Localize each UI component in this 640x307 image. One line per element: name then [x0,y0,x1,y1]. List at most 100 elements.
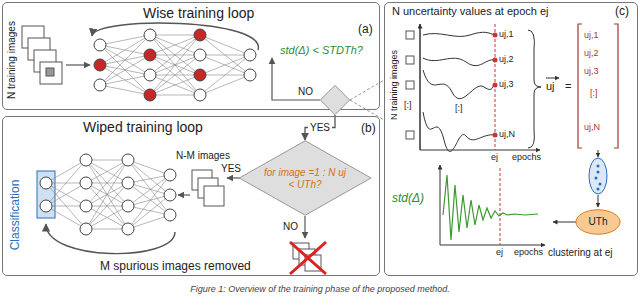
panel-tag: (a) [358,23,373,37]
diamond-outline [320,85,349,114]
yes-arrow [227,177,240,178]
flow-arrow [598,195,599,207]
axis-label: N training images [389,50,399,120]
ellipsis: [:] [404,100,412,110]
std-plot [440,245,545,246]
uncertainty-plot [420,24,540,150]
cluster-ellipse [589,158,607,194]
neural-network [194,29,206,41]
removed-images [290,242,326,274]
image-stack [192,170,224,206]
tick-label: ej [491,152,498,162]
training-loop [92,23,258,50]
cluster-ellipse [595,165,602,191]
panel-tag: (b) [361,122,376,136]
neural-network [122,223,134,235]
diamond-outline [239,141,371,215]
uncertainty-plot [493,33,498,138]
branch-label: NO [298,86,313,98]
neural-network [164,169,176,181]
neural-network [144,29,156,41]
training-loop [46,224,175,254]
neural-network [244,49,256,61]
axis-label: N training images [6,21,18,99]
step-label: clustering at ej [548,247,612,259]
vector-name: uj [546,80,555,93]
cluster-ellipse [597,165,600,168]
uncertainty-plot [420,24,421,150]
uncertainty-plot [406,131,414,139]
neural-network [244,69,256,81]
uncertainty-plot [493,58,498,63]
vector-entry: uj,2 [584,48,599,58]
node-text: UTh [580,216,616,228]
uncertainty-plot [423,32,495,151]
panel-title: Wise training loop [143,5,254,21]
neural-network [194,69,206,81]
equals-sign: = [565,80,571,93]
note-label: M spurious images removed [100,260,251,274]
cluster-ellipse [597,188,600,191]
node-text: std(Δ) < STDTh? [280,44,363,57]
decision-diamond: std(Δ) < STDTh? [320,85,350,115]
neural-network [80,200,92,212]
neural-network [46,160,170,229]
panel-tag: (c) [615,5,629,19]
value-label: uj,1 [499,29,514,39]
output-label: Classification [9,180,23,251]
vector-entry: uj,N [584,122,600,132]
ellipsis: [:] [455,103,463,113]
input-arrow [178,194,190,195]
image-stack [40,62,62,84]
neural-network [122,200,134,212]
neural-network [40,154,176,235]
vector-bracket [578,24,618,148]
neural-network [80,154,92,166]
std-plot [440,165,441,245]
image-stack [22,26,62,84]
neural-network [94,59,106,71]
value-label: uj,N [499,129,515,139]
axis-label: std(Δ) [392,192,424,206]
neural-network [100,35,250,95]
value-label: uj,2 [499,54,514,64]
neural-network [94,39,106,51]
zoom-line [350,80,384,120]
vector-entry: uj,1 [584,30,599,40]
uncertainty-plot [423,112,495,152]
curly-brace [528,30,541,148]
ellipse-outline [576,210,620,234]
ellipsis: [:] [590,88,598,98]
flow-connector [305,115,335,140]
value-label: uj,3 [499,79,514,89]
uncertainty-plot [423,32,495,36]
uncertainty-plot [493,83,498,88]
image-label: N-M images [176,150,230,162]
std-plot [500,168,501,245]
flow-arrow [598,150,599,157]
neural-network [164,189,176,201]
vector-arrow [546,78,559,79]
neural-network [94,79,106,91]
vector-entry: uj,3 [584,66,599,76]
panel-title: N uncertainty values at epoch ej [392,5,549,18]
removed-images [290,242,326,274]
no-arrow [304,216,305,238]
panel-title: Wiped training loop [83,119,203,135]
cluster-ellipse [599,183,602,186]
uncertainty-plot [493,33,498,38]
neural-network [164,209,176,221]
neural-network [122,177,134,189]
uncertainty-plot [406,31,414,39]
neural-network [144,69,156,81]
axis-label: epochs [512,152,541,162]
diamond-shape [320,85,350,115]
neural-network [122,154,134,166]
branch-label: NO [283,221,298,233]
edge-label: YES [308,122,332,133]
uncertainty-plot [406,56,414,64]
uncertainty-plot [406,81,414,89]
flow-arrow [553,222,577,223]
neural-network [80,177,92,189]
neural-network [40,200,52,212]
